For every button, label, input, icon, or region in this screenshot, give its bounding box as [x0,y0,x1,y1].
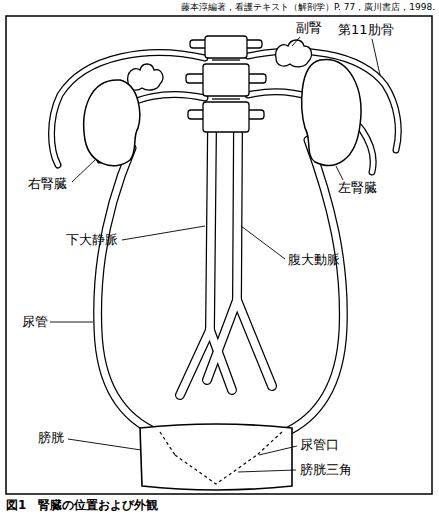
part-label: 左腎臓 [338,180,377,196]
source-note: 藤本淳編著，看護テキスト（解剖学）P. 77，廣川書店，1998. [181,2,435,13]
adrenal-glands [128,40,312,90]
part-label: 膀胱三角 [300,462,352,478]
part-label: 第11肋骨 [338,22,394,38]
part-label: 膀胱 [38,430,64,446]
great-vessels [180,130,272,395]
vertebrae [186,36,266,132]
ureters [98,140,344,434]
part-label: 下大静脈 [66,232,118,248]
part-label: 腹大動脈 [288,252,340,268]
ribs [52,51,399,172]
figure-caption: 図1 腎臓の位置および外観 [6,497,158,513]
kidneys [84,60,361,166]
bladder [140,424,292,490]
part-label: 右腎臓 [28,176,67,192]
figure-frame [6,16,432,494]
leader-lines [50,37,380,472]
part-label: 尿管 [22,314,48,330]
part-label: 副腎 [296,20,322,36]
part-label: 尿管口 [300,437,339,453]
